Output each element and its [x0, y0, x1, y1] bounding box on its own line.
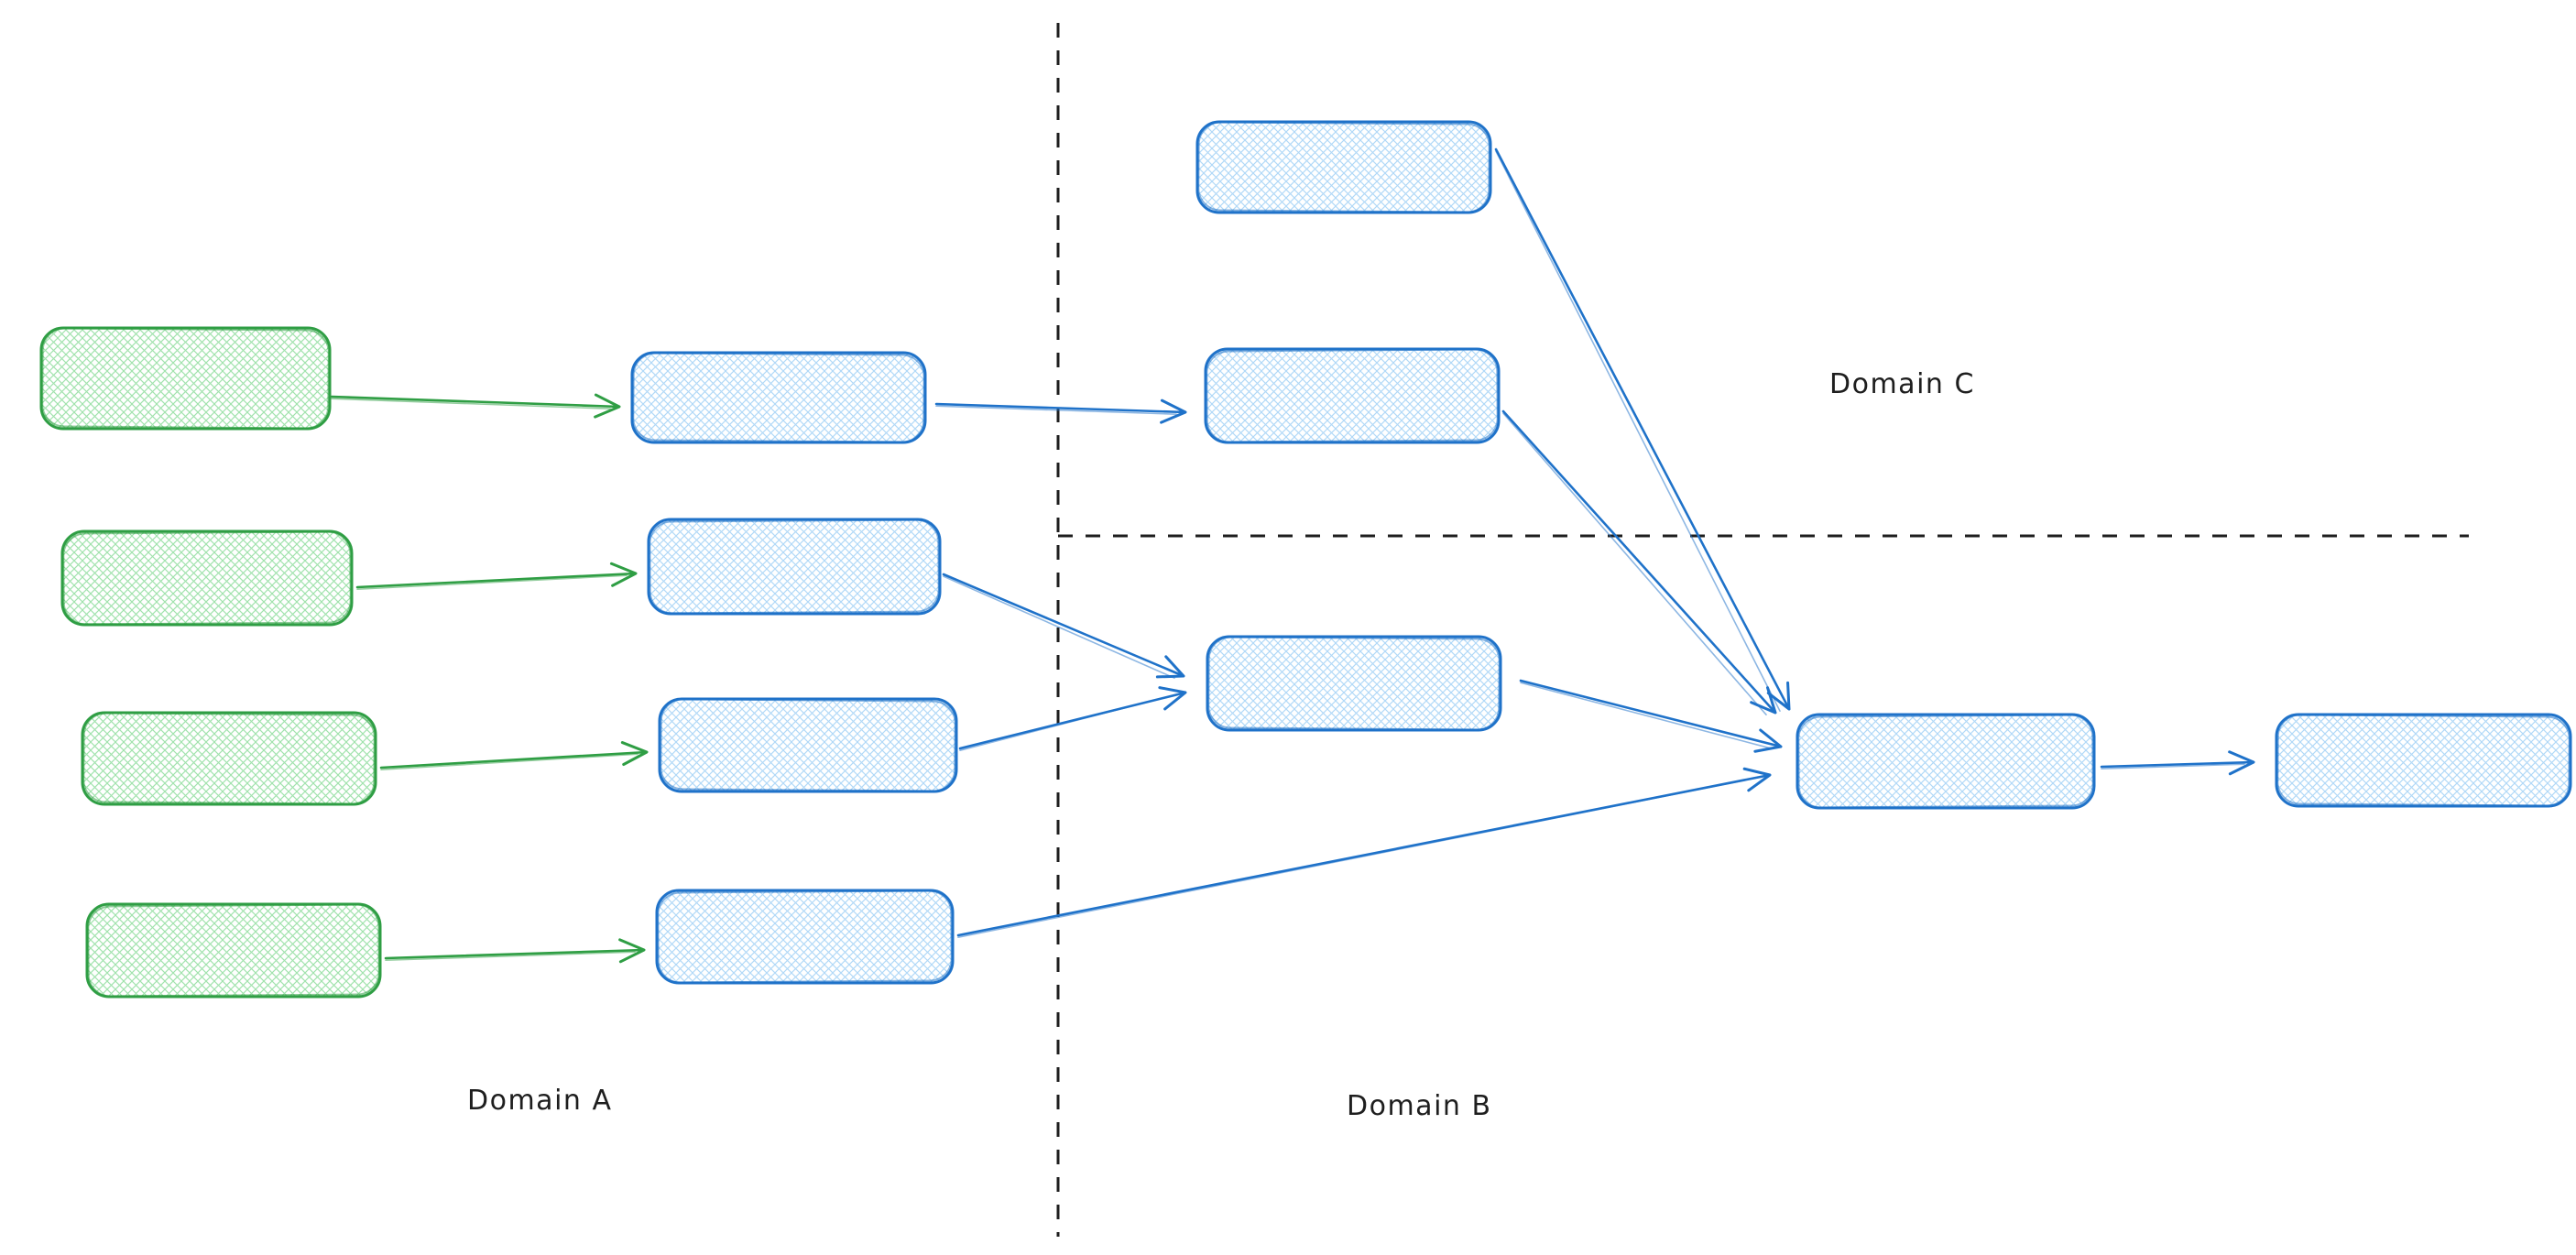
- node-domain-b-output-box: [2275, 713, 2572, 808]
- edge-process-3-b-node-1-line: [958, 686, 1187, 750]
- node-domain-a-process-4: [655, 889, 955, 985]
- edge-c-node-1-aggregator: [1494, 147, 1791, 713]
- node-domain-c-node-2-sketch-stroke: [1206, 348, 1499, 443]
- node-domain-a-input-4-box: [85, 902, 382, 999]
- node-domain-b-output: [2275, 713, 2572, 808]
- edge-c-node-2-aggregator: [1501, 409, 1777, 716]
- edge-process-2-b-node-1-line: [942, 573, 1185, 679]
- node-domain-a-process-1: [630, 351, 927, 444]
- node-domain-a-input-2-box: [60, 529, 354, 627]
- edge-process-2-b-node-1-undersketch: [943, 575, 1175, 680]
- edge-input-3-process-3-line: [379, 741, 649, 769]
- edge-b-node-1-aggregator: [1519, 679, 1783, 753]
- node-domain-a-process-2-box: [647, 518, 942, 616]
- node-domain-c-node-2: [1204, 347, 1501, 444]
- edge-process-1-c-node-2-undersketch: [935, 405, 1177, 416]
- node-domain-b-node-1-sketch-stroke: [1207, 636, 1501, 731]
- node-domain-a-process-1-box: [630, 351, 927, 444]
- node-domain-a-input-2: [60, 529, 354, 627]
- edge-process-1-c-node-2: [934, 398, 1187, 424]
- edge-input-3-process-3: [379, 741, 649, 771]
- nodes-layer: [39, 120, 2572, 999]
- node-domain-a-input-3-box: [81, 711, 377, 806]
- edge-c-node-2-aggregator-line: [1501, 409, 1777, 715]
- node-domain-b-aggregator-box: [1796, 713, 2096, 810]
- dividers-layer: [1056, 23, 2469, 1237]
- node-domain-b-aggregator-sketch-stroke: [1797, 714, 2094, 809]
- node-domain-b-node-1-box: [1206, 635, 1502, 732]
- edge-input-4-process-4-undersketch: [385, 951, 636, 961]
- domain-c-label: Domain C: [1829, 368, 1975, 400]
- node-domain-a-input-1-box: [39, 326, 332, 431]
- labels-layer: Domain A Domain B Domain C: [467, 368, 1975, 1122]
- edge-b-node-1-aggregator-line: [1519, 679, 1783, 753]
- edge-input-2-process-2-undersketch: [356, 574, 628, 591]
- node-domain-a-process-4-sketch-stroke: [657, 889, 953, 984]
- node-domain-b-node-1: [1206, 635, 1502, 732]
- edge-input-1-process-1: [330, 393, 621, 419]
- node-domain-a-process-2-sketch-stroke: [649, 518, 940, 615]
- edge-process-4-aggregator-line: [956, 767, 1772, 937]
- edge-process-3-b-node-1: [958, 686, 1187, 752]
- node-domain-a-process-3-sketch-stroke: [660, 698, 956, 792]
- edge-process-4-aggregator: [956, 767, 1772, 939]
- node-domain-c-node-1: [1195, 120, 1492, 214]
- edges-layer: [330, 147, 2255, 964]
- node-domain-a-process-1-sketch-stroke: [632, 352, 925, 443]
- node-domain-c-node-1-sketch-stroke: [1197, 121, 1490, 213]
- edge-input-2-process-2-line: [355, 562, 638, 589]
- edge-process-2-b-node-1: [942, 573, 1185, 680]
- node-domain-a-input-4-sketch-stroke: [87, 903, 380, 998]
- node-domain-a-input-3-sketch-stroke: [82, 712, 376, 805]
- edge-c-node-1-aggregator-undersketch: [1495, 150, 1781, 713]
- edge-b-node-1-aggregator-undersketch: [1520, 682, 1773, 750]
- node-domain-a-process-3-box: [658, 697, 958, 793]
- edge-input-2-process-2: [355, 562, 638, 591]
- edge-c-node-2-aggregator-undersketch: [1502, 412, 1767, 716]
- node-domain-a-process-2: [647, 518, 942, 616]
- edge-input-1-process-1-undersketch: [331, 398, 611, 410]
- node-domain-a-process-4-box: [655, 889, 955, 985]
- node-domain-a-process-3: [658, 697, 958, 793]
- node-domain-a-input-1-sketch-stroke: [41, 327, 330, 430]
- domain-a-label: Domain A: [467, 1085, 612, 1117]
- node-domain-a-input-4: [85, 902, 382, 999]
- edge-aggregator-output: [2100, 750, 2255, 776]
- edge-process-1-c-node-2-line: [934, 398, 1187, 424]
- node-domain-c-node-1-box: [1195, 120, 1492, 214]
- node-domain-a-input-3: [81, 711, 377, 806]
- node-domain-a-input-2-sketch-stroke: [62, 530, 352, 626]
- edge-input-3-process-3-undersketch: [380, 753, 639, 771]
- node-domain-b-aggregator: [1796, 713, 2096, 810]
- domain-b-label: Domain B: [1347, 1090, 1492, 1122]
- edge-input-1-process-1-line: [330, 393, 621, 419]
- edge-input-4-process-4-line: [384, 938, 646, 964]
- node-domain-a-input-1: [39, 326, 332, 431]
- edge-aggregator-output-line: [2100, 750, 2255, 776]
- edge-c-node-1-aggregator-line: [1494, 147, 1791, 711]
- edge-aggregator-output-undersketch: [2101, 763, 2245, 770]
- edge-input-4-process-4: [384, 938, 646, 964]
- node-domain-c-node-2-box: [1204, 347, 1501, 444]
- node-domain-b-output-sketch-stroke: [2276, 714, 2571, 807]
